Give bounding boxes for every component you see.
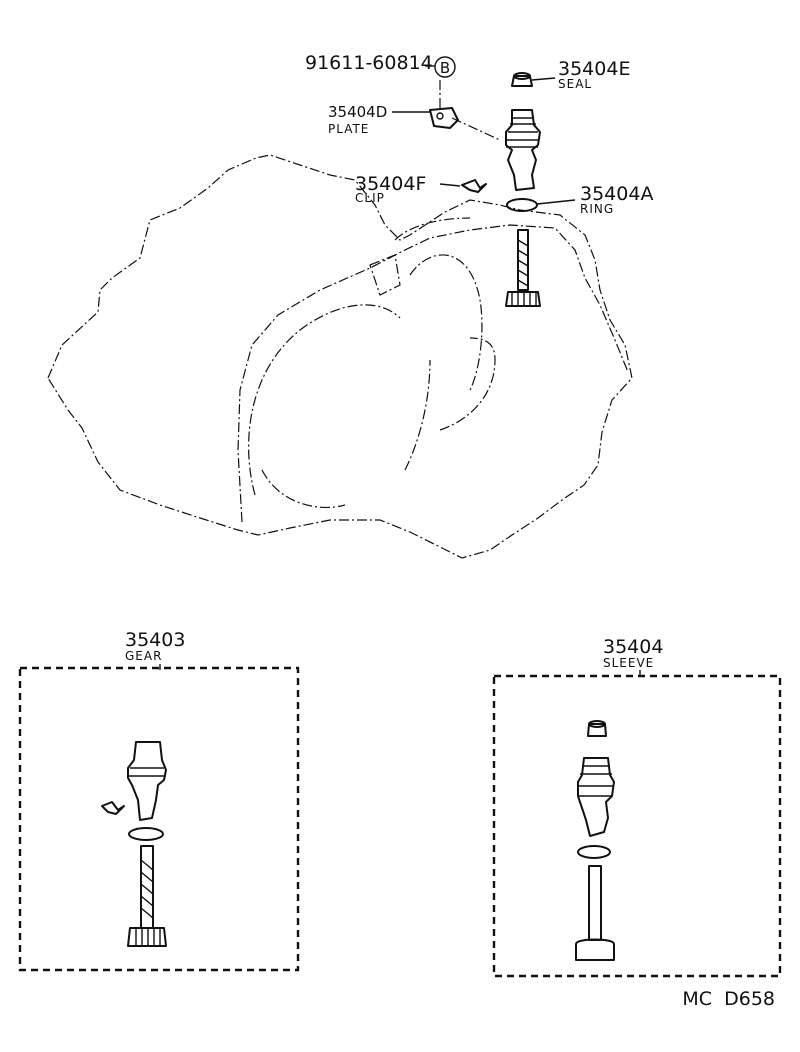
sleeve-kit-sleeve (577, 757, 615, 837)
sleeve-kit-box (492, 674, 782, 978)
bolt-part-number: 91611-60814 (305, 52, 433, 74)
ring-part-number: 35404A (580, 183, 653, 205)
diagram-code: MC D658 (682, 988, 775, 1010)
plate-part-number: 35404D (328, 103, 387, 121)
gear-kit-group: 35403 GEAR (18, 629, 300, 972)
sleeve-kit-seal (587, 723, 607, 737)
ring-leader-line (536, 199, 576, 205)
gear-kit-box (18, 666, 300, 972)
sleeve-kit-number: 35404 (603, 636, 663, 658)
gear-kit-name: GEAR (125, 649, 162, 663)
clip-part (461, 179, 487, 193)
clip-leader-line (439, 183, 461, 187)
gear-kit-number: 35403 (125, 629, 185, 651)
seal-part-number: 35404E (558, 58, 630, 80)
ring-part (506, 198, 538, 212)
sleeve-kit-shaft (588, 865, 602, 941)
gear-kit-sleeve (127, 741, 167, 821)
sleeve-kit-ring (577, 845, 611, 859)
seal-part-name: SEAL (558, 77, 592, 91)
gear-kit-ring (128, 827, 164, 841)
plate-part-name: PLATE (328, 122, 369, 136)
clip-part-name: CLIP (355, 191, 385, 205)
seal-leader-line (531, 77, 556, 81)
sleeve-kit-gear (575, 938, 615, 961)
sleeve-kit-group: 35404 SLEEVE (492, 636, 782, 978)
clip-part-number: 35404F (355, 173, 426, 195)
seal-part (511, 72, 533, 87)
sleeve-kit-name: SLEEVE (603, 656, 654, 670)
bolt-badge: B (434, 56, 456, 78)
transaxle-housing (47, 154, 633, 559)
gear-kit-gear (127, 927, 167, 947)
sleeve-part (505, 109, 541, 191)
plate-part (429, 107, 459, 129)
ring-part-name: RING (580, 202, 614, 216)
plate-to-sleeve-line (451, 117, 501, 141)
gear-kit-clip (101, 801, 125, 815)
gear-part (505, 229, 541, 307)
bolt-badge-letter: B (440, 59, 450, 77)
